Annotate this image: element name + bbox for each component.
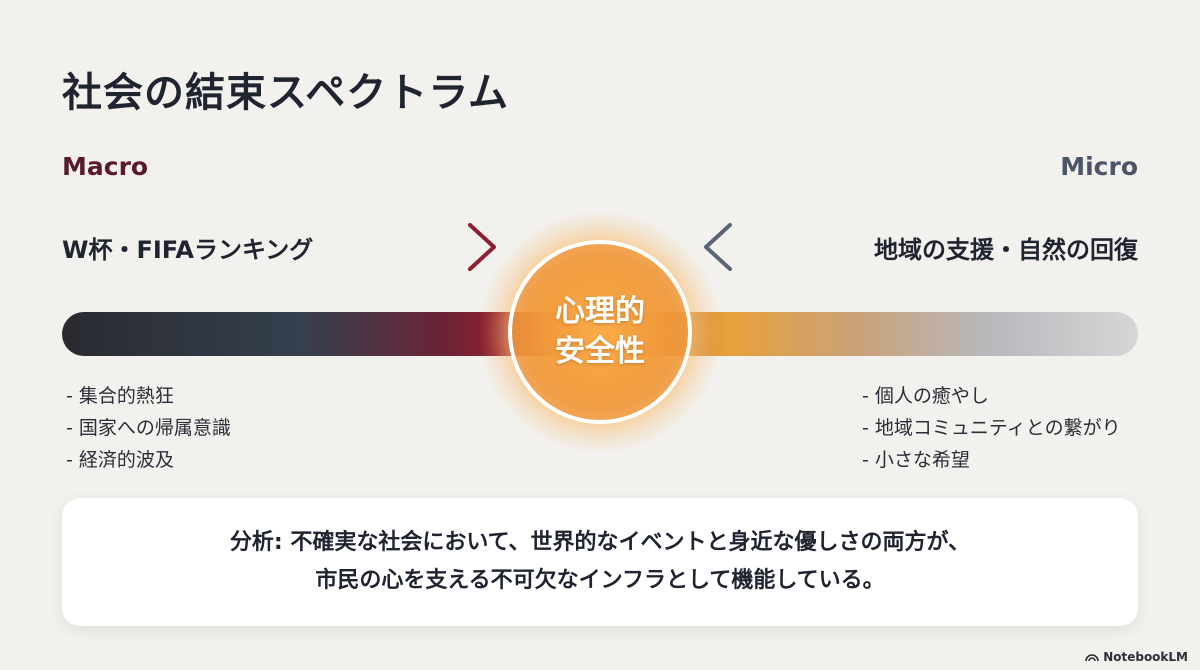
micro-heading: 地域の支援・自然の回復 [874, 236, 1138, 264]
center-label: 心理的 安全性 [508, 240, 692, 424]
analysis-line1: 分析: 不確実な社会において、世界的なイベントと身近な優しさの両方が、 [229, 530, 971, 555]
list-item: - 地域コミュニティとの繋がり [862, 417, 1121, 439]
micro-list: - 個人の癒やし - 地域コミュニティとの繋がり - 小さな希望 [862, 380, 1121, 476]
brand-text: NotebookLM [1103, 650, 1188, 664]
macro-heading: W杯・FIFAランキング [62, 236, 314, 264]
list-item: - 経済的波及 [66, 449, 174, 471]
analysis-line2: 市民の心を支える不可欠なインフラとして機能している。 [315, 568, 885, 593]
left-pointing-arrow-icon [704, 223, 830, 271]
macro-label: Macro [62, 152, 149, 181]
analysis-box: 分析: 不確実な社会において、世界的なイベントと身近な優しさの両方が、 市民の心… [62, 498, 1138, 626]
center-label-line2: 安全性 [555, 334, 645, 369]
list-item: - 国家への帰属意識 [66, 417, 231, 439]
page-title: 社会の結束スペクトラム [62, 70, 509, 116]
right-pointing-arrow-icon [350, 223, 496, 271]
center-label-line1: 心理的 [555, 294, 645, 329]
notebooklm-logo-icon [1085, 654, 1099, 662]
list-item: - 集合的熱狂 [66, 385, 174, 407]
center-circle [508, 240, 692, 424]
list-item: - 小さな希望 [862, 449, 970, 471]
micro-label: Micro [1060, 152, 1138, 181]
macro-list: - 集合的熱狂 - 国家への帰属意識 - 経済的波及 [66, 380, 231, 476]
brand-watermark: NotebookLM [1085, 650, 1188, 664]
list-item: - 個人の癒やし [862, 385, 989, 407]
